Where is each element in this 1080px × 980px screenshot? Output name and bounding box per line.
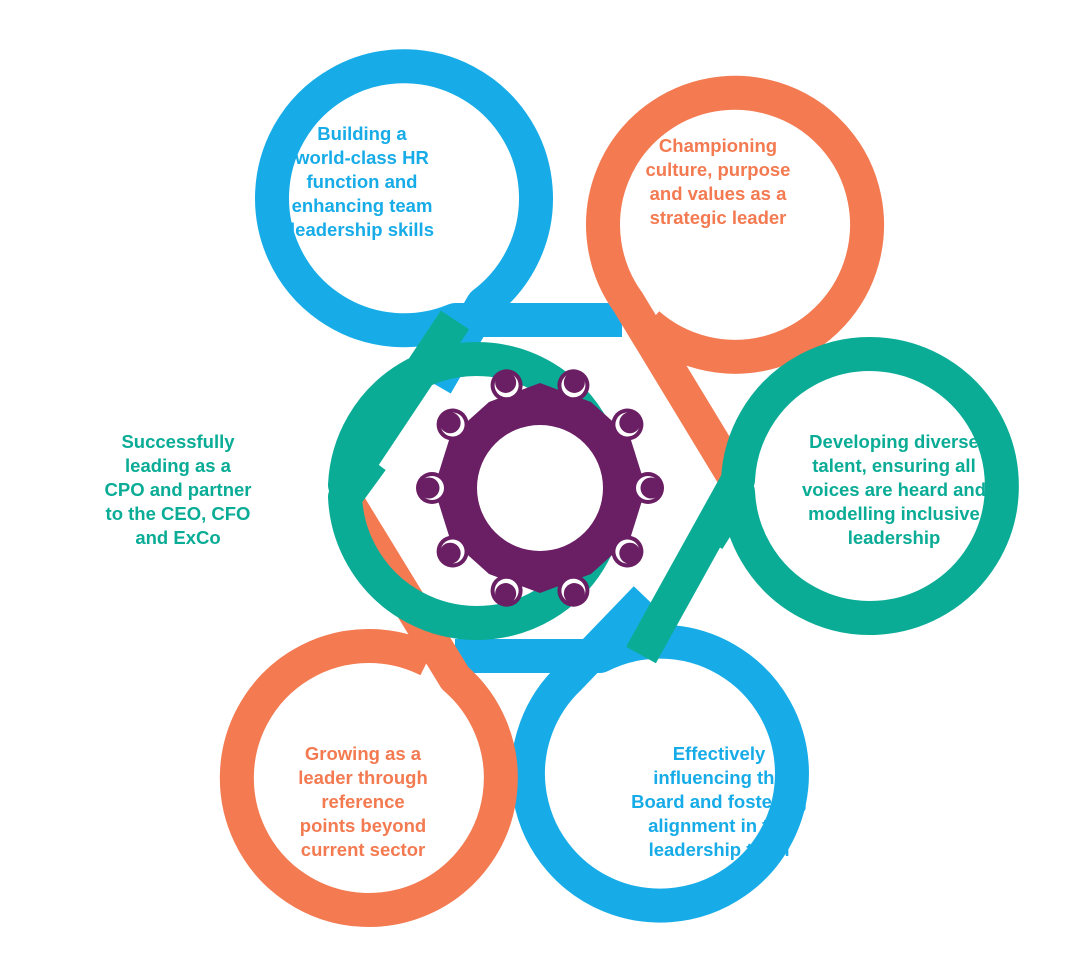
person-icon (416, 472, 448, 504)
person-icon (557, 574, 590, 607)
capability-left: Successfully leading as a CPO and partne… (104, 431, 252, 548)
person-icon (490, 574, 523, 607)
people-around-table-icon (416, 369, 664, 607)
person-icon (436, 535, 469, 568)
capability-top-left: Building a world-class HR function and e… (290, 123, 434, 240)
capability-top-right: Championing culture, purpose and values … (645, 135, 791, 228)
loop-top-left (255, 49, 622, 394)
person-icon (557, 369, 590, 402)
person-icon (490, 369, 523, 402)
loop-bottom-left (219, 489, 518, 927)
person-icon (611, 408, 644, 441)
capability-bottom-left: Growing as a leader through reference po… (298, 743, 428, 860)
table-hole (477, 425, 603, 551)
capability-right: Developing diverse talent, ensuring all … (801, 431, 987, 548)
capability-bottom-right: Effectively influencing the Board and fo… (631, 743, 807, 860)
person-icon (611, 535, 644, 568)
person-icon (436, 408, 469, 441)
person-icon (632, 472, 664, 504)
loop-top-right (586, 75, 885, 489)
loop-right (626, 337, 1019, 664)
loop-bottom-right (455, 586, 809, 923)
